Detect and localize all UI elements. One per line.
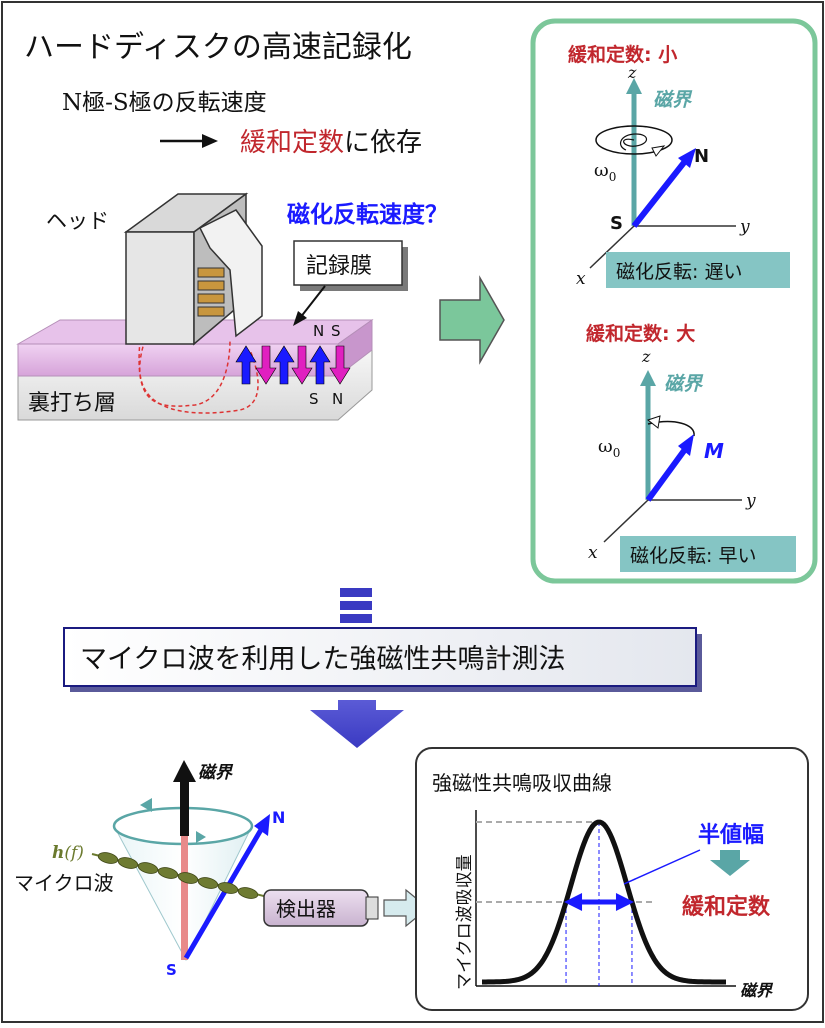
panel-small-moment-vector bbox=[631, 158, 689, 228]
head-label: ヘッド bbox=[46, 209, 109, 233]
precession-cone: 磁界 N S bbox=[112, 760, 285, 979]
panel-small-x-axis bbox=[589, 225, 635, 269]
panel-large-result: 磁化反転: 早い bbox=[630, 545, 756, 567]
microwave-label: マイクロ波 bbox=[14, 871, 114, 895]
panel-large-arc-arrowhead bbox=[646, 415, 661, 429]
pole-bottom-s: S bbox=[309, 390, 319, 408]
fwhm-arrow-left-head bbox=[564, 893, 583, 911]
head-coil bbox=[197, 267, 225, 317]
panel-small-spiral bbox=[619, 133, 648, 151]
depends-text: 緩和定数に依存 bbox=[240, 128, 422, 158]
cone-rim-arrow-right bbox=[196, 831, 206, 843]
panel-small-title: 緩和定数: 小 bbox=[568, 43, 677, 66]
microwave-wave: h(f) マイクロ波 bbox=[14, 843, 281, 901]
cone-south: S bbox=[166, 961, 177, 979]
resonance-title: 強磁性共鳴吸収曲線 bbox=[432, 771, 612, 795]
cone-field-shaft bbox=[180, 778, 189, 836]
panel-small-south: S bbox=[610, 213, 623, 234]
pole-top-n: N bbox=[313, 322, 324, 340]
cone-field-arrowhead bbox=[173, 760, 196, 782]
fwhm-pointer bbox=[623, 849, 701, 885]
fwhm-label: 半値幅 bbox=[698, 823, 764, 848]
panel-large-moment-label: M bbox=[704, 439, 724, 463]
detector-label: 検出器 bbox=[276, 897, 336, 921]
panel-small-relaxation: 緩和定数: 小 z y x 磁界 ω0 N S 磁化反転: 遅い bbox=[568, 43, 790, 289]
panel-large-result-box bbox=[620, 536, 796, 572]
magnetization-arrows bbox=[235, 345, 351, 385]
film-callout-pointer bbox=[299, 285, 326, 319]
resonance-plot bbox=[475, 810, 736, 987]
panel-small-z-label: z bbox=[627, 63, 637, 82]
panel-large-moment-arrowhead bbox=[678, 434, 694, 456]
relaxation-panel bbox=[530, 18, 818, 584]
panel-large-moment-vector bbox=[645, 446, 689, 502]
fwhm-arrow-right-head bbox=[615, 893, 634, 911]
method-down-arrow bbox=[310, 700, 404, 748]
film-callout-label: 記録膜 bbox=[306, 254, 372, 279]
film-callout-box bbox=[293, 240, 403, 286]
panel-large-x-axis bbox=[603, 499, 649, 543]
panel-small-field-label: 磁界 bbox=[653, 89, 693, 111]
pole-bottom-n: N bbox=[332, 390, 343, 408]
method-banner bbox=[63, 627, 697, 687]
to-panel-arrow bbox=[439, 275, 505, 365]
cone-moment-vector bbox=[183, 826, 265, 960]
flux-loop-outer bbox=[139, 339, 259, 414]
depends-arrow-head bbox=[202, 134, 218, 148]
film-callout-pointer-head bbox=[293, 311, 307, 326]
panel-small-x-label: x bbox=[576, 269, 586, 289]
cone-north: N bbox=[272, 808, 285, 827]
panel-large-field-label: 磁界 bbox=[664, 373, 704, 395]
panel-large-x-label: x bbox=[588, 543, 598, 563]
panel-small-y-label: y bbox=[739, 217, 750, 237]
main-title: ハードディスクの高速記録化 bbox=[24, 30, 412, 65]
panel-small-orbit-arrowhead bbox=[651, 145, 666, 157]
hdd-illustration: 裏打ち層 ヘッド N S S N 磁化反転速 bbox=[16, 192, 448, 421]
panel-large-relaxation: 緩和定数: 大 z y x 磁界 ω0 M 磁化反転: 早い bbox=[586, 322, 796, 572]
resonance-ylabel: マイクロ波吸収量 bbox=[455, 854, 475, 990]
microwave-coils bbox=[97, 852, 259, 899]
cone-rim-arrow-left bbox=[140, 798, 152, 812]
reversal-speed-text: N極-S極の反転速度 bbox=[62, 90, 267, 116]
down-connector-bars bbox=[340, 588, 372, 623]
panel-small-omega: ω0 bbox=[594, 160, 616, 184]
head-front bbox=[125, 231, 195, 345]
panel-large-y-label: y bbox=[745, 491, 756, 511]
resonance-xlabel: 磁界 bbox=[740, 981, 774, 1000]
panel-small-north: N bbox=[694, 146, 709, 167]
depends-suffix: に依存 bbox=[344, 128, 422, 158]
panel-small-field-arrowhead bbox=[626, 78, 642, 94]
detector-connector bbox=[365, 896, 379, 920]
resonance-panel bbox=[415, 747, 809, 1011]
panel-large-omega: ω0 bbox=[598, 436, 620, 460]
cone-field-label: 磁界 bbox=[198, 763, 234, 783]
fwhm-to-relaxation-arrow bbox=[710, 850, 750, 876]
cone-axis-rod bbox=[181, 836, 188, 960]
relaxation-keyword: 緩和定数 bbox=[240, 128, 344, 158]
head-return-pole bbox=[198, 209, 263, 338]
resonance-result: 緩和定数 bbox=[682, 894, 771, 920]
panel-small-precession-orbit bbox=[595, 125, 673, 155]
reversal-speed-question: 磁化反転速度？ bbox=[287, 201, 448, 228]
microwave-h-label: h(f) bbox=[52, 843, 84, 863]
method-banner-text: マイクロ波を利用した強磁性共鳴計測法 bbox=[80, 644, 565, 675]
cone-moment-arrowhead bbox=[254, 814, 270, 836]
panel-large-z-label: z bbox=[641, 347, 651, 366]
panel-small-moment-arrowhead bbox=[678, 148, 696, 168]
panel-large-field-arrowhead bbox=[640, 370, 656, 386]
panel-small-result: 磁化反転: 遅い bbox=[616, 261, 742, 283]
absorption-curve bbox=[481, 819, 727, 985]
panel-large-title: 緩和定数: 大 bbox=[586, 322, 695, 345]
underlayer-label: 裏打ち層 bbox=[28, 391, 116, 416]
pole-top-s: S bbox=[331, 322, 341, 340]
panel-small-result-box bbox=[606, 252, 790, 288]
flux-loop-inner bbox=[138, 339, 231, 407]
